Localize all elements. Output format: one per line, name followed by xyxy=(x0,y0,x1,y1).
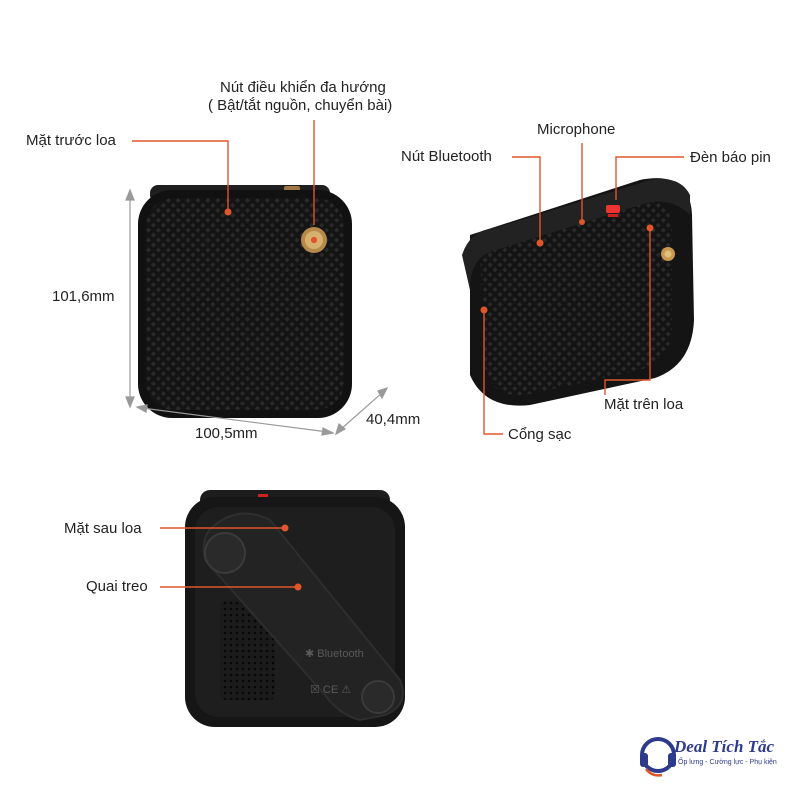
battery-led-icon xyxy=(606,205,620,213)
headset-icon xyxy=(640,737,676,777)
callout-battery xyxy=(615,156,684,200)
brand-logo: Deal Tích Tắc Ốp lưng - Cường lực - Phụ … xyxy=(638,735,798,785)
label-battery-led: Đèn báo pin xyxy=(690,149,771,166)
depth-dimension-line xyxy=(339,391,384,431)
label-strap: Quai treo xyxy=(86,578,148,595)
label-back: Mặt sau loa xyxy=(64,520,142,537)
brand-tagline: Ốp lưng - Cường lực - Phụ kiện xyxy=(678,759,777,766)
svg-text:✱ Bluetooth: ✱ Bluetooth xyxy=(305,648,364,660)
dimension-depth: 40,4mm xyxy=(366,411,421,428)
callout-bluetooth xyxy=(512,156,541,243)
angled-speaker xyxy=(462,178,694,406)
label-top: Mặt trên loa xyxy=(604,396,684,413)
callout-top xyxy=(604,228,651,395)
label-control-line1: Nút điều khiển đa hướng xyxy=(220,79,386,96)
svg-text:☒ CE ⚠: ☒ CE ⚠ xyxy=(310,684,351,696)
width-dimension-line xyxy=(141,407,329,433)
strap-shape xyxy=(202,512,404,722)
dimension-height: 101,6mm xyxy=(52,288,115,305)
label-charge-port: Cổng sạc xyxy=(508,426,572,443)
callout-charge xyxy=(483,310,503,435)
front-speaker xyxy=(138,185,352,418)
dimension-width: 100,5mm xyxy=(195,425,258,442)
label-front: Mặt trước loa xyxy=(26,132,116,149)
callout-front xyxy=(132,140,229,212)
label-microphone: Microphone xyxy=(537,121,616,138)
label-bluetooth-button: Nút Bluetooth xyxy=(401,148,492,165)
label-control-line2: ( Bật/tắt nguồn, chuyển bài) xyxy=(208,97,393,114)
back-speaker: ✱ Bluetooth ☒ CE ⚠ xyxy=(185,490,405,727)
brand-name: Deal Tích Tắc xyxy=(674,737,775,756)
